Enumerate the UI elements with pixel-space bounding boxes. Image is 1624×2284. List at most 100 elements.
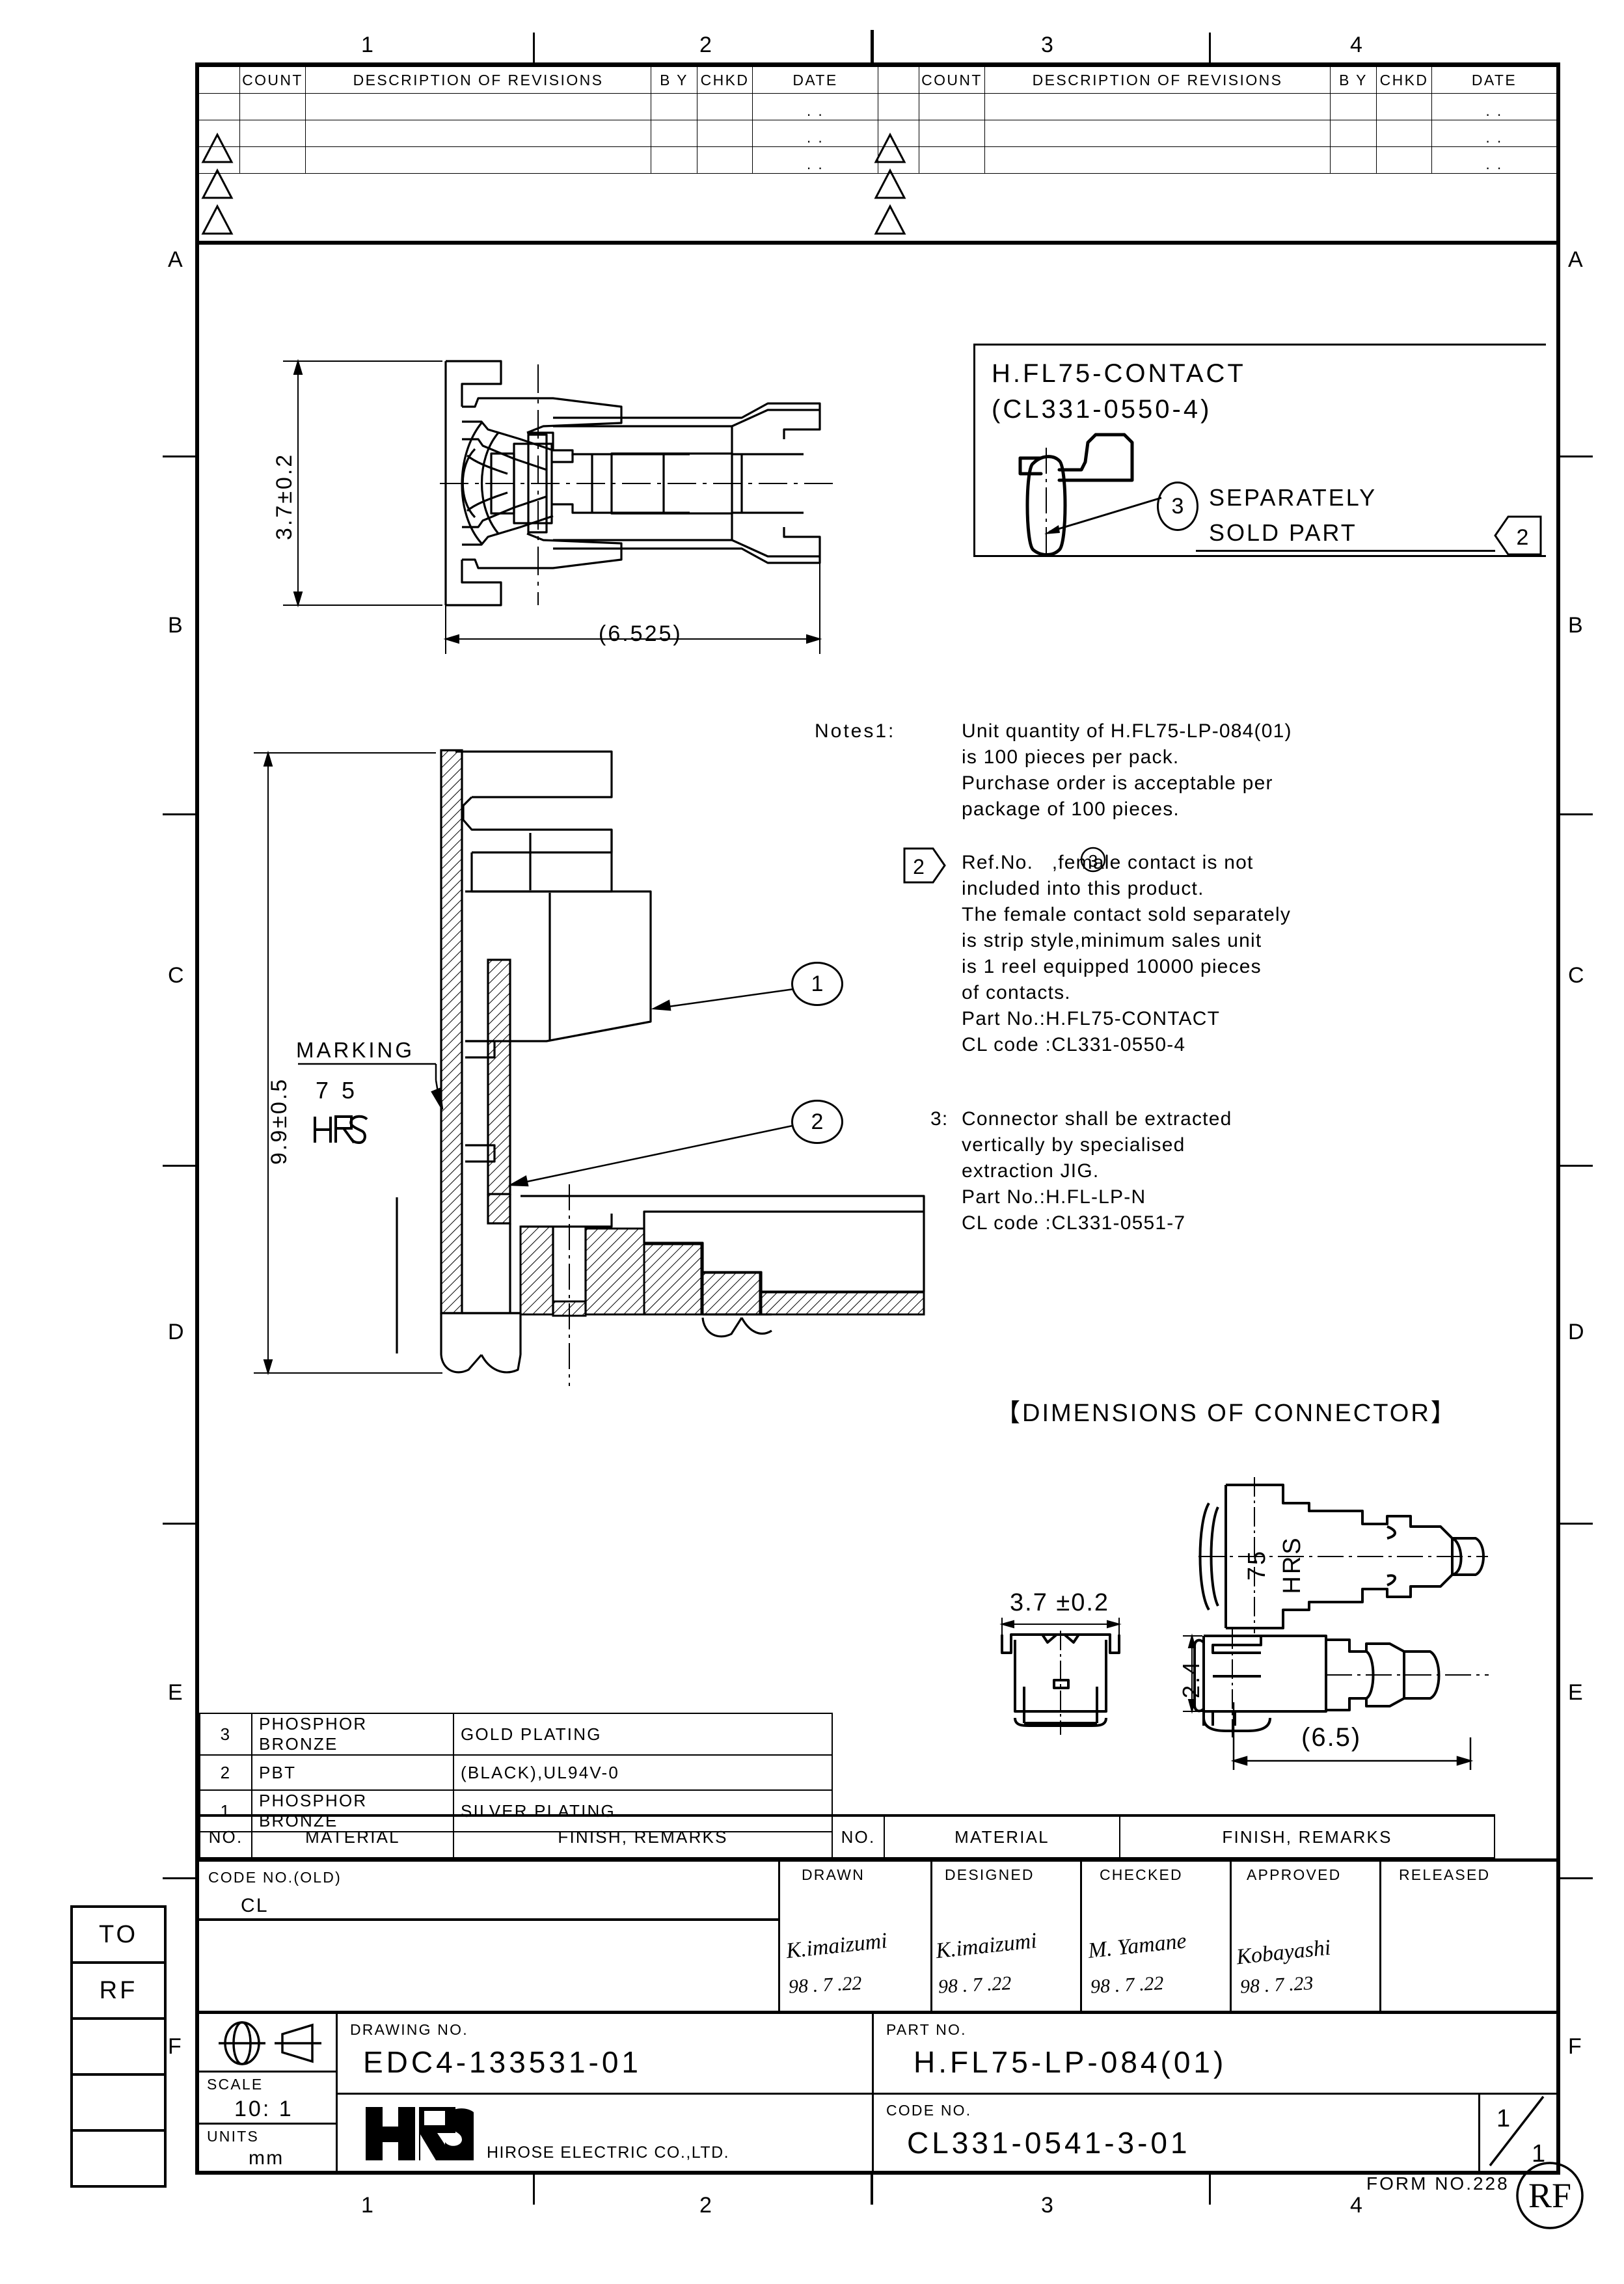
contact-note-line2: SOLD PART <box>1209 519 1357 546</box>
zone-letter-left-C: C <box>168 963 185 988</box>
table-row: 3 PHOSPHOR BRONZE GOLD PLATING <box>199 1713 833 1756</box>
contact-leader-line <box>1038 491 1168 543</box>
contact-note-line1: SEPARATELY <box>1209 484 1377 511</box>
column-number-top-4: 4 <box>1350 33 1362 57</box>
rev-header-date-left: DATE <box>752 66 878 94</box>
zone-letter-right-E: E <box>1568 1680 1584 1705</box>
svg-text:3: 3 <box>1089 851 1098 871</box>
contact-balloon-3: 3 <box>1157 482 1198 531</box>
zone-letter-right-F: F <box>1568 2034 1582 2059</box>
titleblock-divider-1 <box>199 2011 1556 2014</box>
rev-header-desc-right: DESCRIPTION OF REVISIONS <box>984 66 1331 94</box>
marking-label: MARKING <box>296 1038 415 1062</box>
table-row: . . . . <box>199 146 1556 174</box>
material-finish-3: GOLD PLATING <box>453 1713 833 1756</box>
svg-text:2: 2 <box>1517 525 1529 550</box>
material-header-finish-left: FINISH, REMARKS <box>453 1814 833 1860</box>
rev-header-desc-left: DESCRIPTION OF REVISIONS <box>305 66 651 94</box>
zone-letter-left-B: B <box>168 613 183 638</box>
notes-label-3: 3: <box>930 1108 949 1130</box>
svg-text:1: 1 <box>1496 2105 1510 2132</box>
material-name-3: PHOSPHOR BRONZE <box>251 1713 454 1756</box>
svg-text:HRS: HRS <box>1279 1536 1306 1594</box>
note2-line-5: is 1 reel equipped 10000 pieces <box>962 956 1262 977</box>
units-value: mm <box>249 2147 284 2169</box>
note3-line-3: extraction JIG. <box>962 1160 1100 1182</box>
note1-line-1: Unit quantity of H.FL75-LP-084(01) <box>962 720 1292 742</box>
svg-text:1: 1 <box>1532 2140 1545 2168</box>
zone-letter-right-A: A <box>1568 247 1584 272</box>
note3-line-2: vertically by specialised <box>962 1134 1185 1156</box>
section-height-dimension: 9.9±0.5 <box>267 1077 291 1165</box>
form-no: FORM NO.228 <box>1366 2173 1509 2194</box>
contact-box-frame-bottom <box>973 555 1546 557</box>
signature-checked: M. Yamane <box>1087 1929 1188 1963</box>
table-row: NO. MATERIAL FINISH, REMARKS NO. MATERIA… <box>199 1814 1495 1860</box>
note2-line-6: of contacts. <box>962 982 1071 1003</box>
connector-length-dimension: (6.5) <box>1301 1723 1362 1752</box>
connector-front-view-drawing <box>995 1614 1132 1737</box>
code-old-underline <box>199 1918 779 1921</box>
rev-date-left-3: . . <box>752 146 878 174</box>
marking-line-1: 7 5 <box>316 1077 359 1104</box>
rev-date-left-1: . . <box>752 93 878 120</box>
contact-note-underline <box>1196 550 1495 552</box>
titleblock-vert-part <box>872 2011 874 2171</box>
zone-letter-left-F: F <box>168 2034 182 2059</box>
company-name: HIROSE ELECTRIC CO.,LTD. <box>487 2143 730 2162</box>
zone-letter-right-B: B <box>1568 613 1584 638</box>
code-no-old-value: CL <box>241 1895 269 1916</box>
rev-header-chkd-left: CHKD <box>697 66 753 94</box>
note1-line-2: is 100 pieces per pack. <box>962 746 1180 768</box>
connector-height-dimension: 2.4 <box>1178 1659 1204 1698</box>
rev-header-date-right: DATE <box>1431 66 1556 94</box>
side-stamp-box: TO RF <box>70 1905 167 2188</box>
top-view-drawing <box>247 299 924 664</box>
dimensions-of-connector-title: 【DIMENSIONS OF CONNECTOR】 <box>995 1400 1457 1427</box>
approval-vert-1 <box>930 1858 932 2011</box>
revision-triangle-icon <box>201 168 234 200</box>
note3-line-5: CL code :CL331-0551-7 <box>962 1212 1186 1234</box>
rev-header-by-left: B Y <box>651 66 697 94</box>
drawing-no-value: EDC4-133531-01 <box>363 2045 642 2079</box>
code-no-label: CODE NO. <box>886 2102 972 2119</box>
svg-text:75: 75 <box>1243 1549 1271 1581</box>
svg-text:RF: RF <box>1528 2176 1571 2215</box>
top-view-width-dimension: (6.525) <box>599 621 683 646</box>
material-header-material-right: MATERIAL <box>884 1814 1120 1860</box>
code-no-old-label: CODE NO.(OLD) <box>208 1869 342 1886</box>
titleblock-top <box>199 1858 1556 1862</box>
note2-flag-icon: 2 <box>903 847 946 884</box>
scale-value: 10: 1 <box>234 2097 293 2121</box>
section-view-drawing <box>247 729 937 1497</box>
note3-line-1: Connector shall be extracted <box>962 1108 1232 1130</box>
notes-label-1: Notes1: <box>815 720 896 742</box>
approval-vert-4 <box>1379 1858 1381 2011</box>
approval-header-released: RELEASED <box>1399 1866 1491 1883</box>
rev-header-by-right: B Y <box>1330 66 1377 94</box>
contact-box-frame-left <box>973 344 975 557</box>
revision-triangle-icon <box>201 204 234 236</box>
material-header-material-left: MATERIAL <box>251 1814 454 1860</box>
part-no-label: PART NO. <box>886 2021 967 2038</box>
approval-vert-2 <box>1080 1858 1082 2011</box>
contact-flag-2: 2 <box>1494 515 1542 556</box>
approval-header-drawn: DRAWN <box>802 1866 865 1883</box>
revision-triangle-icon <box>874 132 906 165</box>
top-view-height-dimension: 3.7±0.2 <box>272 452 297 540</box>
revision-triangle-icon <box>874 204 906 236</box>
frame-top <box>195 62 1560 66</box>
scale-label: SCALE <box>207 2076 264 2093</box>
contact-part-drawing <box>1015 429 1223 560</box>
column-number-bottom-1: 1 <box>361 2193 373 2218</box>
code-no-value: CL331-0541-3-01 <box>907 2126 1191 2160</box>
material-finish-2: (BLACK),UL94V-0 <box>453 1754 833 1791</box>
column-number-top-3: 3 <box>1041 33 1053 57</box>
revision-header-row: COUNT DESCRIPTION OF REVISIONS B Y CHKD … <box>199 66 1556 94</box>
rev-date-right-3: . . <box>1431 146 1556 174</box>
table-row: . . . . <box>199 93 1556 120</box>
note1-line-4: package of 100 pieces. <box>962 798 1180 820</box>
approval-header-approved: APPROVED <box>1247 1866 1342 1883</box>
approval-header-checked: CHECKED <box>1100 1866 1183 1883</box>
